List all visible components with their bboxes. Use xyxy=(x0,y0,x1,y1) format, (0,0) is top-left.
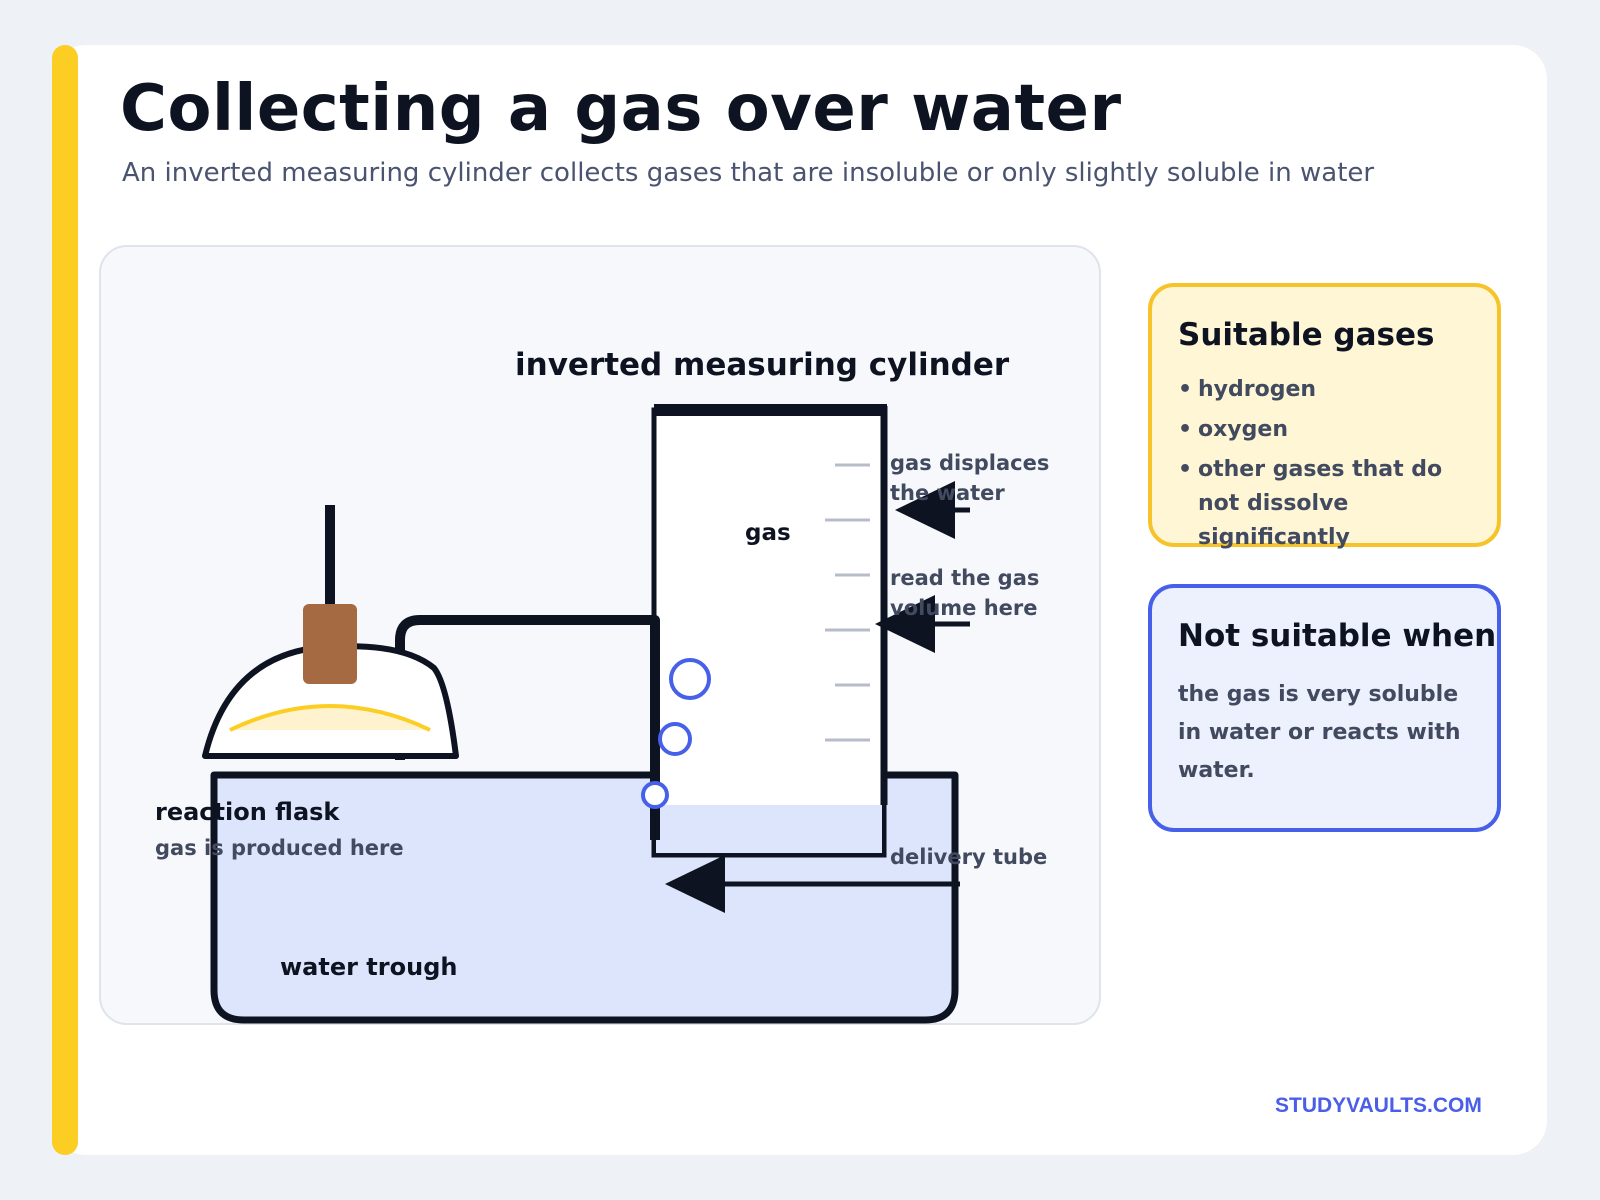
suitable-gases-list: •hydrogen •oxygen •other gases that do n… xyxy=(1178,373,1471,555)
arrow-delivery-head xyxy=(665,855,725,913)
annotation-delivery: delivery tube xyxy=(890,845,1047,869)
gas-bubble xyxy=(641,781,669,809)
not-suitable-box: Not suitable when the gas is very solubl… xyxy=(1148,584,1501,832)
stopper xyxy=(303,604,357,684)
not-suitable-title: Not suitable when xyxy=(1178,618,1497,654)
list-item: •oxygen xyxy=(1178,417,1288,443)
flask-sublabel: gas is produced here xyxy=(155,836,404,860)
gas-bubble xyxy=(658,722,692,756)
annotation-read-line2: volume here xyxy=(890,596,1038,620)
annotation-displace-line2: the water xyxy=(890,481,1005,505)
page-title: Collecting a gas over water xyxy=(120,72,1122,146)
page-subtitle: An inverted measuring cylinder collects … xyxy=(122,158,1375,188)
brand-watermark: STUDYVAULTS.COM xyxy=(1275,1094,1482,1117)
annotation-read-line1: read the gas xyxy=(890,566,1039,590)
accent-bar xyxy=(52,45,78,1155)
delivery-tube xyxy=(395,615,660,840)
list-item: •other gases that do not dissolve signif… xyxy=(1178,457,1443,551)
flask-label: reaction flask xyxy=(155,798,340,826)
cylinder-label: inverted measuring cylinder xyxy=(515,347,1010,383)
cylinder-water xyxy=(656,805,882,853)
suitable-gases-title: Suitable gases xyxy=(1178,317,1435,353)
gas-label: gas xyxy=(745,520,791,546)
liquid-surface xyxy=(229,704,431,732)
measuring-cylinder xyxy=(651,407,887,858)
suitable-gases-box: Suitable gases •hydrogen •oxygen •other … xyxy=(1148,283,1501,550)
not-suitable-text: the gas is very soluble in water or reac… xyxy=(1178,682,1461,783)
trough-label: water trough xyxy=(280,953,457,981)
annotation-displace-line1: gas displaces xyxy=(890,451,1049,475)
arrow-displace-head xyxy=(895,481,955,539)
graduation-marks xyxy=(825,463,870,742)
list-item: •hydrogen xyxy=(1178,377,1317,402)
gas-bubble xyxy=(669,658,711,700)
arrow-read-head xyxy=(875,595,935,653)
